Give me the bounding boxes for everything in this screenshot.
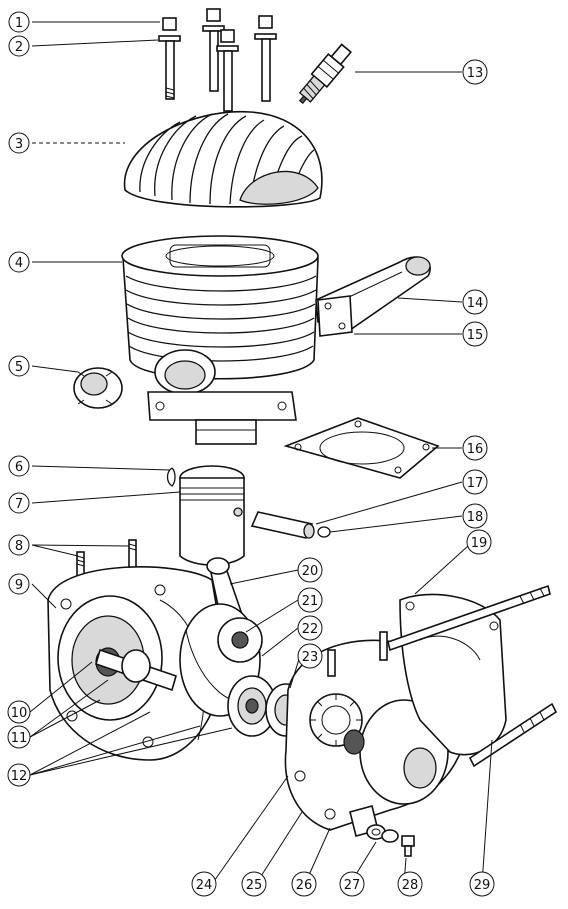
callout-17: 17 (462, 469, 488, 495)
callout-18: 18 (462, 503, 488, 529)
callout-23: 23 (297, 643, 323, 669)
callout-1-label: 1 (15, 16, 23, 31)
callout-14: 14 (462, 289, 488, 315)
callout-6-label: 6 (15, 460, 23, 475)
callout-15: 15 (462, 321, 488, 347)
callout-22: 22 (297, 615, 323, 641)
callout-21-label: 21 (302, 594, 319, 609)
callout-28-label: 28 (402, 878, 419, 893)
gudgeon-pin-clip (317, 526, 331, 538)
callout-22-label: 22 (302, 622, 319, 637)
gudgeon-pin (250, 511, 315, 539)
callout-29: 29 (469, 871, 495, 897)
cylinder-head (123, 110, 323, 208)
callout-4: 4 (8, 251, 30, 273)
exhaust-ring-nut (73, 367, 123, 409)
callout-8: 8 (8, 534, 30, 556)
callout-2-label: 2 (15, 40, 23, 55)
callout-10-label: 10 (11, 706, 28, 721)
left-crankcase (47, 566, 224, 761)
callout-4-label: 4 (15, 256, 23, 271)
callout-7-label: 7 (15, 497, 23, 512)
base-gasket (283, 417, 440, 479)
callout-24-label: 24 (196, 878, 213, 893)
callout-5: 5 (8, 355, 30, 377)
piston (179, 465, 245, 566)
head-bolt-3 (216, 29, 239, 112)
callout-25-label: 25 (246, 878, 263, 893)
drain-washer (366, 824, 399, 843)
callout-14-label: 14 (467, 296, 484, 311)
head-bolt-2 (202, 8, 225, 92)
callout-16: 16 (462, 435, 488, 461)
callout-25: 25 (241, 871, 267, 897)
callout-21: 21 (297, 587, 323, 613)
piston-circlip (166, 467, 176, 487)
callout-17-label: 17 (467, 476, 484, 491)
callout-9-label: 9 (15, 578, 23, 593)
callout-19-label: 19 (471, 536, 488, 551)
head-bolts (158, 8, 277, 112)
head-bolt-1 (158, 17, 181, 100)
callout-2: 2 (8, 35, 30, 57)
callout-8-label: 8 (15, 539, 23, 554)
callout-27: 27 (339, 871, 365, 897)
callout-29-label: 29 (474, 878, 491, 893)
callout-12: 12 (7, 763, 31, 787)
spark-plug (298, 43, 353, 105)
callout-20: 20 (297, 557, 323, 583)
main-bearing (227, 675, 277, 737)
callout-10: 10 (7, 700, 31, 724)
callout-23-label: 23 (302, 650, 319, 665)
sprocket-nut (343, 729, 365, 755)
callout-15-label: 15 (467, 328, 484, 343)
callout-19: 19 (466, 529, 492, 555)
callouts: 1 2 3 4 5 6 7 8 9 10 11 12 13 14 15 16 1… (7, 11, 495, 897)
callout-3: 3 (8, 132, 30, 154)
callout-13: 13 (462, 59, 488, 85)
callout-11: 11 (7, 725, 31, 749)
callout-26-label: 26 (296, 878, 313, 893)
drain-bolt (401, 835, 415, 857)
callout-7: 7 (8, 492, 30, 514)
callout-9: 9 (8, 573, 30, 595)
callout-5-label: 5 (15, 360, 23, 375)
callout-28: 28 (397, 871, 423, 897)
callout-27-label: 27 (344, 878, 361, 893)
callout-11-label: 11 (11, 731, 28, 746)
callout-3-label: 3 (15, 137, 23, 152)
callout-18-label: 18 (467, 510, 484, 525)
small-studs (327, 631, 388, 677)
callout-24: 24 (191, 871, 217, 897)
callout-16-label: 16 (467, 442, 484, 457)
callout-26: 26 (291, 871, 317, 897)
callout-12-label: 12 (11, 769, 28, 784)
callout-20-label: 20 (302, 564, 319, 579)
head-bolt-4 (254, 15, 277, 102)
callout-1: 1 (8, 11, 30, 33)
leader-lines (29, 21, 493, 885)
callout-6: 6 (8, 455, 30, 477)
callout-13-label: 13 (467, 66, 484, 81)
cylinder-barrel (121, 235, 319, 445)
manifold-flange (317, 295, 353, 337)
